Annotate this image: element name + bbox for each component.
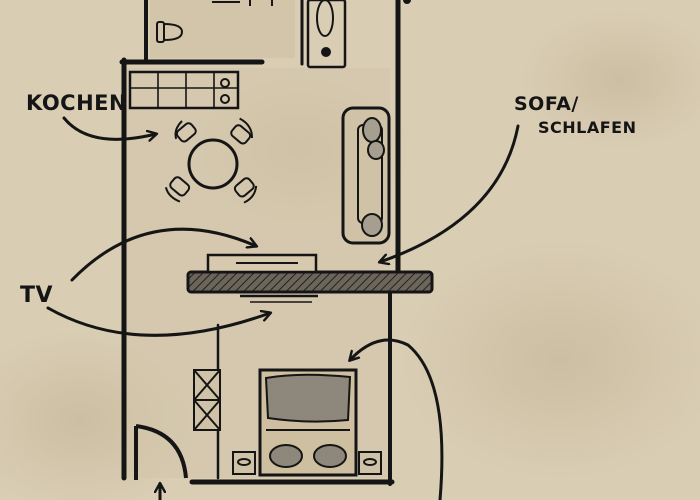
stove-icon: [220, 78, 230, 104]
pillow-icon: [269, 444, 303, 468]
bedroom-tv-icon: [240, 294, 318, 303]
door-swing-icon: [134, 424, 188, 480]
chair-icon: [233, 177, 258, 204]
sofa-icon: [341, 106, 391, 245]
nightstand-icon: [358, 451, 382, 475]
partition-wall: [186, 270, 434, 294]
pillow-icon: [362, 117, 382, 143]
tv-stand-icon: [206, 253, 318, 274]
pillow-icon: [367, 140, 385, 160]
bed-icon: [258, 368, 358, 477]
arrow-icon: [70, 227, 256, 282]
nightstand-icon: [232, 451, 256, 475]
shower-icon: [306, 0, 347, 69]
bathroom: [150, 0, 411, 69]
chair-icon: [230, 117, 253, 145]
walls: [119, 0, 401, 486]
arrow-icon: [46, 306, 270, 337]
arrow-icon: [350, 338, 444, 500]
pillow-icon: [361, 213, 383, 237]
chair-icon: [174, 120, 197, 143]
toilet-icon: [156, 21, 184, 43]
label-tv: TV: [20, 283, 53, 308]
wardrobe-icon: [193, 369, 221, 431]
label-schlafen: SCHLAFEN: [538, 118, 636, 137]
pillow-icon: [313, 444, 347, 468]
chair-icon: [164, 176, 191, 203]
arrows: [46, 116, 520, 500]
arrow-icon: [380, 124, 520, 262]
label-kochen: KOCHEN: [26, 91, 127, 115]
dining-table-icon: [164, 117, 258, 204]
arrow-icon: [62, 116, 156, 139]
label-sofa: SOFA/: [514, 93, 579, 115]
kitchen-counter-icon: [128, 70, 240, 110]
